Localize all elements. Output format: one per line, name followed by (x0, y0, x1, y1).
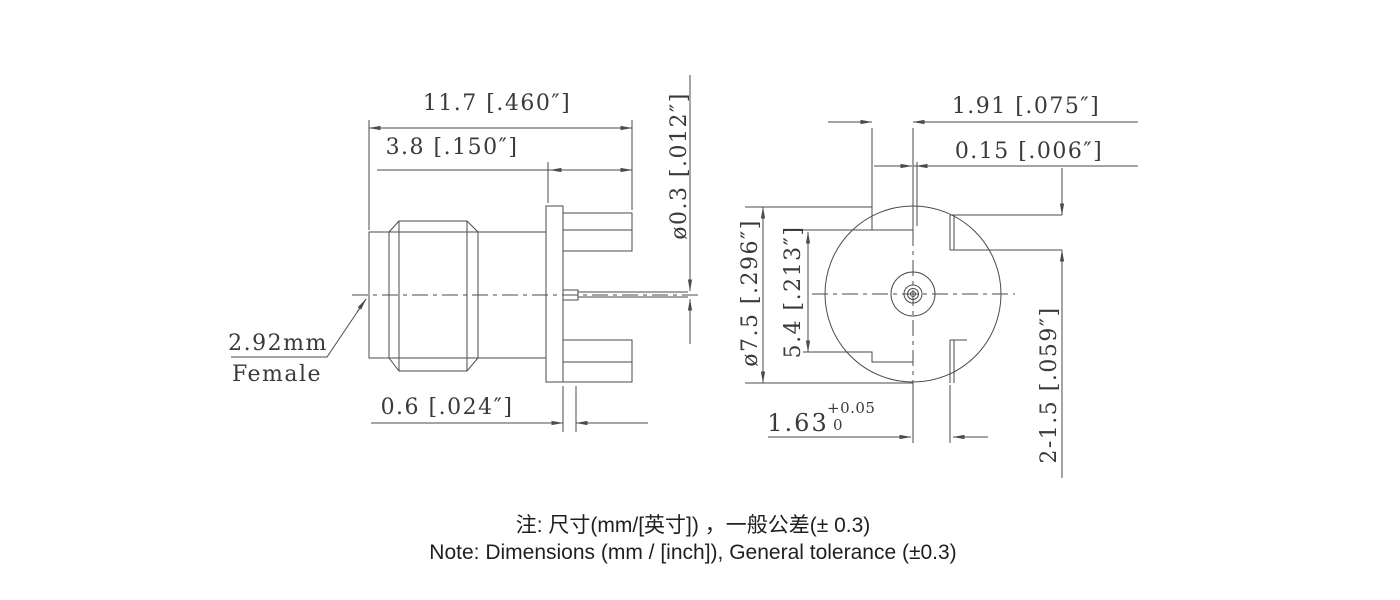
dim-pin-to-leg-tolerance-upper: +0.05 (827, 399, 875, 417)
front-view: 1.91 [.075″] 0.15 [.006″] ø7.5 [.296″] 5… (738, 94, 1138, 478)
dim-pin-to-leg-tolerance-lower: 0 (833, 416, 843, 434)
note-line-en: Note: Dimensions (mm / [inch]), General … (429, 541, 957, 564)
connector-body-outline (368, 205, 688, 383)
dim-leg-size: 2-1.5 [.059″] (1037, 306, 1062, 463)
drawing-notes: 注: 尺寸(mm/[英寸]) ，一般公差(± 0.3) Note: Dimens… (0, 512, 1386, 566)
leader-arrowhead (356, 298, 367, 313)
note-line-cn: 注: 尺寸(mm/[英寸]) ，一般公差(± 0.3) (515, 514, 871, 537)
side-view: 11.7 [.460″] 3.8 [.150″] 0.6 [.024″] ø0.… (228, 75, 703, 432)
dim-slot-offset: 0.15 [.006″] (955, 139, 1103, 164)
connector-type-label: 2.92mm (228, 331, 328, 356)
dim-pin-diameter: ø0.3 [.012″] (667, 92, 692, 240)
dim-pin-to-leg: 1.63 (767, 409, 828, 437)
dim-slot-width: 1.91 [.075″] (952, 94, 1100, 119)
front-dimension-arrowheads (760, 119, 1065, 440)
dim-flange-diameter: ø7.5 [.296″] (738, 219, 763, 367)
dim-flat-span: 5.4 [.213″] (781, 226, 806, 359)
dim-flange-thickness: 0.6 [.024″] (381, 395, 514, 420)
flange-slots-and-legs (745, 128, 1062, 443)
front-centerlines (812, 200, 1015, 388)
side-dimension-lines (231, 75, 691, 432)
side-dimension-arrowheads (356, 125, 693, 426)
connector-gender-label: Female (232, 362, 322, 387)
front-dimension-lines (762, 121, 1138, 478)
dim-overall-length: 11.7 [.460″] (423, 91, 571, 116)
dim-front-section: 3.8 [.150″] (386, 135, 519, 160)
